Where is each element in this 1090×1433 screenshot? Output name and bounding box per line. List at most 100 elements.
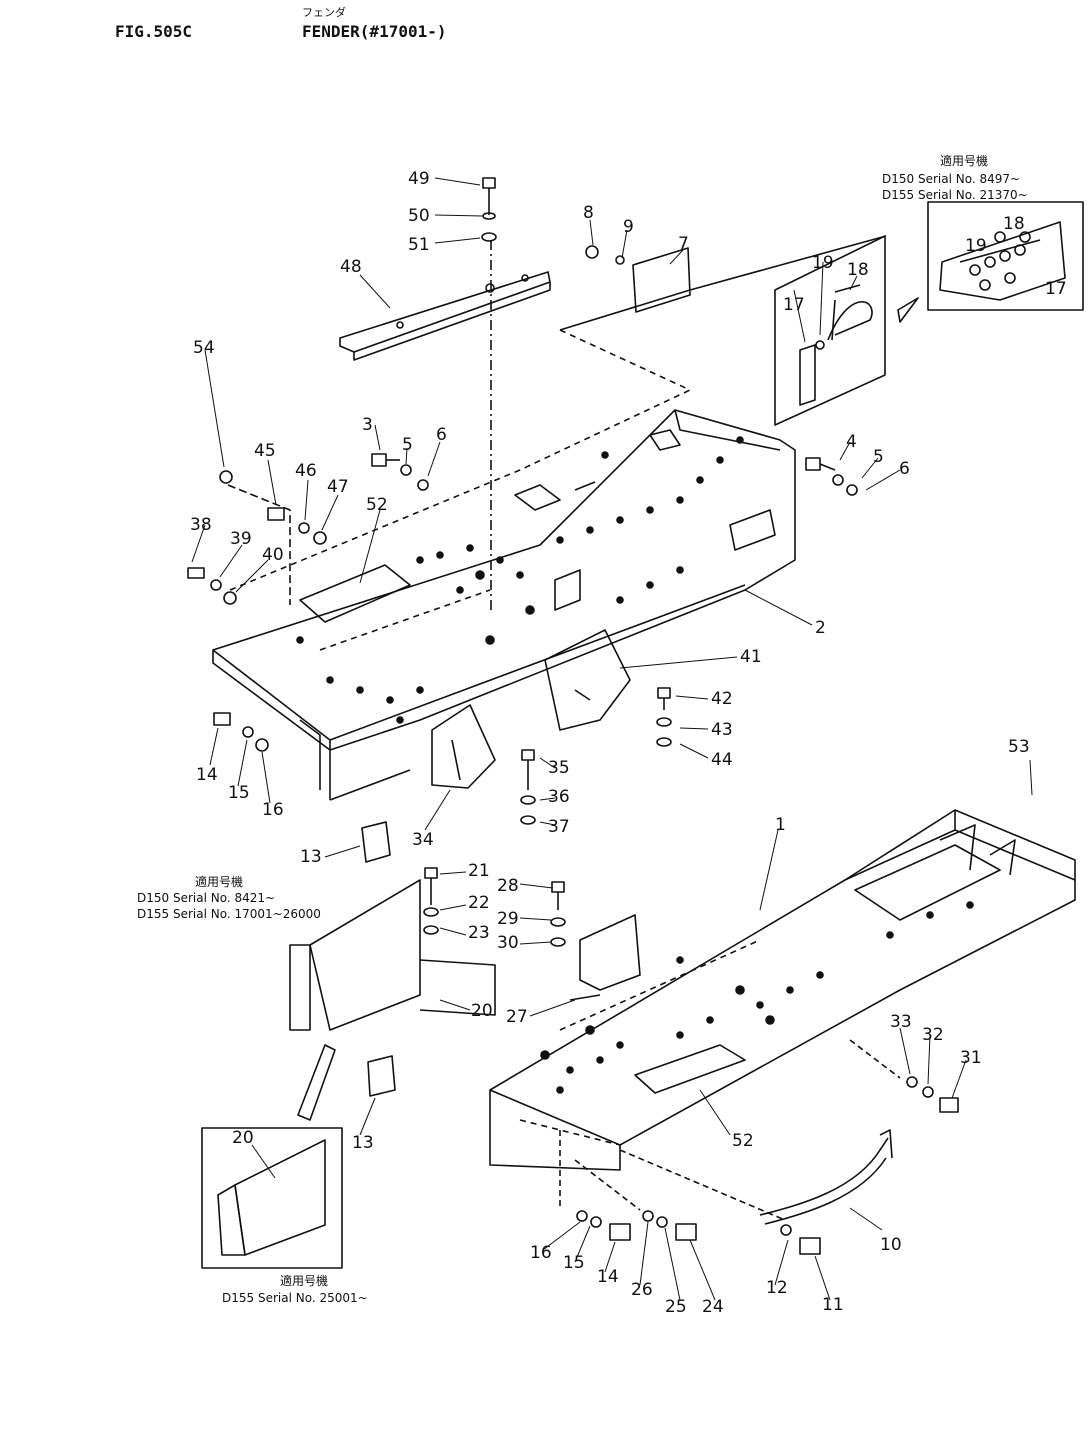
callout: 22 xyxy=(468,893,490,913)
callout: 13 xyxy=(300,847,322,867)
callout: 16 xyxy=(530,1243,552,1263)
upper-fender-holes xyxy=(296,436,744,724)
callout: 12 xyxy=(766,1278,788,1298)
callout: 20 xyxy=(471,1001,493,1021)
callout: 49 xyxy=(408,169,430,189)
note-heading: 適用号機 xyxy=(940,153,988,168)
note-heading: 適用号機 xyxy=(195,874,243,889)
callout: 31 xyxy=(960,1048,982,1068)
note-line: D155 Serial No. 25001~ xyxy=(222,1291,368,1305)
callout: 42 xyxy=(711,689,733,709)
bolt-stack-lower-right xyxy=(849,1039,959,1113)
callout: 14 xyxy=(196,765,218,785)
callout: 35 xyxy=(548,758,570,778)
callout: 41 xyxy=(740,647,762,667)
bolt-stack-21-23 xyxy=(423,867,439,935)
leader-lines xyxy=(191,177,1033,1301)
bolt-stack-3-5-6 xyxy=(371,453,858,496)
callout: 26 xyxy=(631,1280,653,1300)
callout: 13 xyxy=(352,1133,374,1153)
callout: 28 xyxy=(497,876,519,896)
inset-step-box xyxy=(897,201,1084,323)
callout: 6 xyxy=(436,425,447,445)
callout: 11 xyxy=(822,1295,844,1315)
callout-labels: 1 2 3 4 5 5 6 6 7 8 9 10 11 12 13 13 14 … xyxy=(190,169,1067,1317)
bracket-part-48 xyxy=(339,271,551,361)
callout: 20 xyxy=(232,1128,254,1148)
callout: 30 xyxy=(497,933,519,953)
callout: 39 xyxy=(230,529,252,549)
bolt-49-stack xyxy=(481,177,497,610)
bolt-stack-lower-middle xyxy=(559,1130,821,1255)
callout: 40 xyxy=(262,545,284,565)
callout: 25 xyxy=(665,1297,687,1317)
callout: 44 xyxy=(711,750,733,770)
clip-part-13-lower xyxy=(367,1055,396,1097)
figure-number: FIG.505C xyxy=(115,22,193,41)
callout: 27 xyxy=(506,1007,528,1027)
callout: 37 xyxy=(548,817,570,837)
serial-note-mid-left: 適用号機 D150 Serial No. 8421~ D155 Serial N… xyxy=(137,874,321,921)
plate-part-20-mid xyxy=(289,879,496,1031)
callout: 50 xyxy=(408,206,430,226)
handrail-part-10 xyxy=(759,1129,893,1225)
callout: 1 xyxy=(775,815,786,835)
callout: 17 xyxy=(1045,279,1067,299)
figure-title: FENDER(#17001-) xyxy=(302,22,447,41)
callout: 38 xyxy=(190,515,212,535)
inset-plate-box xyxy=(201,1127,343,1269)
callout: 33 xyxy=(890,1012,912,1032)
lower-fender-part-1 xyxy=(489,809,1076,1171)
serial-note-bottom-left: 適用号機 D155 Serial No. 25001~ xyxy=(222,1273,368,1305)
bolt-stack-28-30 xyxy=(550,881,566,947)
note-line: D155 Serial No. 17001~26000 xyxy=(137,907,321,921)
callout: 54 xyxy=(193,338,215,358)
callout: 32 xyxy=(922,1025,944,1045)
callout: 15 xyxy=(563,1253,585,1273)
callout: 51 xyxy=(408,235,430,255)
callout: 14 xyxy=(597,1267,619,1287)
bracket-part-34 xyxy=(431,704,496,789)
bolt-stack-35-37-42-44 xyxy=(520,687,672,825)
arrow-marker xyxy=(297,1044,336,1121)
figure-title-kana: フェンダ xyxy=(302,6,346,19)
callout: 10 xyxy=(880,1235,902,1255)
callout: 16 xyxy=(262,800,284,820)
lower-fender-holes xyxy=(540,901,974,1094)
callout: 52 xyxy=(366,495,388,515)
callout: 46 xyxy=(295,461,317,481)
callout: 45 xyxy=(254,441,276,461)
step-handle-part-17 xyxy=(774,235,886,426)
clip-part-13-upper xyxy=(361,821,391,863)
callout: 52 xyxy=(732,1131,754,1151)
callout: 19 xyxy=(812,253,834,273)
callout: 24 xyxy=(702,1297,724,1317)
callout: 9 xyxy=(623,217,634,237)
callout: 17 xyxy=(783,295,805,315)
upper-fender-part-2 xyxy=(212,329,796,801)
note-line: D150 Serial No. 8421~ xyxy=(137,891,275,905)
plate-part-7 xyxy=(559,235,887,331)
callout: 8 xyxy=(583,203,594,223)
callout: 5 xyxy=(402,435,413,455)
callout: 29 xyxy=(497,909,519,929)
note-heading: 適用号機 xyxy=(280,1273,328,1288)
callout: 3 xyxy=(362,415,373,435)
callout: 34 xyxy=(412,830,434,850)
bracket-part-27 xyxy=(569,914,641,1001)
callout: 19 xyxy=(965,236,987,256)
callout: 15 xyxy=(228,783,250,803)
note-line: D150 Serial No. 8497~ xyxy=(882,172,1020,186)
callout: 21 xyxy=(468,861,490,881)
callout: 7 xyxy=(678,234,689,254)
bolt-stack-14-16-upper xyxy=(213,712,269,752)
callout: 18 xyxy=(847,260,869,280)
bracket-part-41 xyxy=(544,629,631,731)
callout: 48 xyxy=(340,257,362,277)
callout: 4 xyxy=(846,432,857,452)
callout: 5 xyxy=(873,447,884,467)
serial-note-top-right: 適用号機 D150 Serial No. 8497~ D155 Serial N… xyxy=(882,153,1028,202)
bolt-stack-left xyxy=(187,470,327,605)
